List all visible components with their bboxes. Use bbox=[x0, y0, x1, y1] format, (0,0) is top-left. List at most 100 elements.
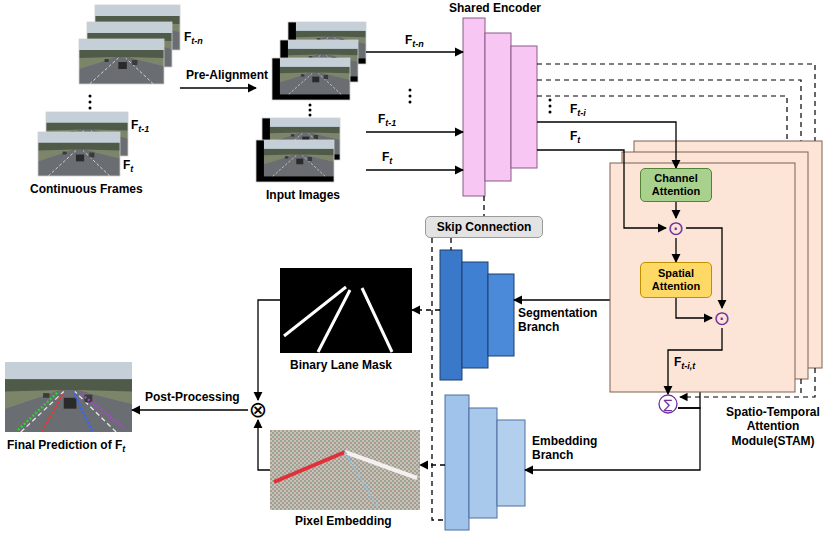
caption-text: Embedding Branch bbox=[532, 434, 622, 463]
connector-arrow bbox=[366, 131, 463, 132]
connector-arrow bbox=[258, 300, 280, 400]
embedding-branch: Embedding Branch bbox=[445, 395, 525, 530]
dashed-connector bbox=[432, 238, 445, 520]
continuous-frames bbox=[38, 5, 180, 176]
operator-symbol: ⊗ bbox=[249, 399, 267, 421]
input-images-part bbox=[272, 58, 350, 100]
input-images-part bbox=[309, 109, 312, 112]
dashed-sum-input bbox=[800, 379, 801, 397]
pixel-embedding-image-part bbox=[345, 452, 378, 508]
binary-mask-image-part bbox=[362, 288, 392, 352]
final-prediction-picture bbox=[5, 362, 132, 432]
spatial-attention-box: Spatial Attention bbox=[640, 262, 712, 298]
subscript: t bbox=[389, 156, 392, 166]
input-images bbox=[256, 22, 412, 182]
binary-lane-mask: Binary Lane Mask bbox=[280, 268, 412, 353]
continuous-frames-part bbox=[89, 107, 92, 110]
connector-arrow bbox=[180, 87, 256, 88]
connector-arrow bbox=[258, 420, 270, 470]
input-images-part bbox=[409, 95, 412, 98]
encoder-layers-part bbox=[511, 46, 537, 168]
segmentation-layers bbox=[440, 250, 514, 380]
caption-text: Input Images bbox=[266, 188, 340, 202]
channel-attention-box: Channel Attention bbox=[640, 168, 712, 202]
final-prediction-image: Final Prediction of Ft bbox=[5, 362, 132, 432]
frame-label: Ft-n bbox=[184, 30, 203, 44]
final-prediction-picture-part bbox=[80, 393, 124, 428]
encoder-layers bbox=[463, 18, 552, 196]
multiply-operator: ⊙ bbox=[712, 308, 732, 328]
pixel-embedding-image-part bbox=[274, 452, 345, 482]
segmentation-layers-part bbox=[488, 274, 514, 356]
subscript: t-n bbox=[191, 36, 203, 46]
edge-label: Ft-1 bbox=[378, 112, 396, 126]
input-images-part bbox=[256, 140, 334, 182]
dashed-connector bbox=[412, 309, 440, 310]
continuous-frames-part bbox=[79, 39, 164, 84]
embedding-layers-part bbox=[497, 420, 525, 506]
edge-label: Ft-i,t bbox=[674, 355, 695, 369]
frame-stack: Continuous Frames bbox=[38, 5, 180, 177]
skip-connection-box: Skip Connection bbox=[425, 216, 543, 238]
frame-label: Ft bbox=[123, 158, 133, 172]
edge-label: Ft bbox=[570, 129, 580, 143]
edge-label: Ft-n bbox=[405, 33, 424, 47]
continuous-frames-part bbox=[89, 95, 92, 98]
connector-arrow bbox=[366, 51, 463, 52]
attention-module-panel: Spatio-Temporal Attention Module(STAM)Ch… bbox=[610, 163, 795, 392]
multiply-operator: ⊙ bbox=[666, 218, 686, 238]
connector-arrow bbox=[668, 328, 722, 394]
dashed-connector bbox=[420, 464, 445, 465]
segmentation-layers-part bbox=[440, 250, 462, 380]
operator-circle-outline bbox=[659, 395, 677, 413]
subscript: t-1 bbox=[385, 118, 396, 128]
embedding-layers-part bbox=[445, 395, 469, 530]
segmentation-layers-part bbox=[462, 262, 488, 368]
encoder-layers-part bbox=[549, 105, 552, 108]
caption-text: Shared Encoder bbox=[449, 1, 541, 15]
pixel-embedding-map: Pixel Embedding bbox=[270, 430, 420, 510]
binary-mask-image-part bbox=[284, 287, 346, 336]
final-prediction-picture-part bbox=[5, 362, 132, 432]
frame-label: Ft-1 bbox=[131, 118, 149, 132]
pixel-embedding-image-part bbox=[345, 452, 417, 478]
input-images-part bbox=[272, 58, 350, 100]
encoder-block: Shared Encoder bbox=[463, 18, 537, 196]
connector-arrow bbox=[537, 122, 676, 168]
binary-mask-image-part bbox=[318, 290, 350, 352]
edge-label: Post-Processing bbox=[145, 390, 240, 404]
attention-panel bbox=[610, 163, 795, 392]
caption-text: Pixel Embedding bbox=[295, 514, 392, 528]
input-images-part bbox=[409, 89, 412, 92]
continuous-frames-part bbox=[38, 132, 120, 176]
subscript: t-i,t bbox=[681, 361, 695, 371]
connector-arrow bbox=[132, 409, 248, 410]
connector-arrow bbox=[675, 238, 676, 262]
sum-operator: ∑ bbox=[658, 394, 678, 414]
continuous-frames-part bbox=[38, 132, 120, 176]
dashed-sum-input bbox=[680, 368, 815, 397]
subscript: t bbox=[130, 164, 133, 174]
caption-text: Continuous Frames bbox=[30, 182, 143, 196]
input-images-part bbox=[309, 114, 312, 117]
binary-mask-image bbox=[280, 268, 412, 353]
operator-symbol: ∑ bbox=[664, 398, 673, 411]
encoder-layers-part bbox=[549, 111, 552, 114]
final-prediction-picture-part bbox=[42, 393, 63, 431]
final-prediction-picture-part bbox=[18, 392, 58, 430]
input-images-part bbox=[409, 101, 412, 104]
encoder-layers-part bbox=[485, 33, 511, 181]
dashed-connector bbox=[483, 196, 484, 216]
edge-label: Ft bbox=[382, 150, 392, 164]
embedding-layers-part bbox=[469, 408, 497, 518]
connector-arrow bbox=[675, 202, 676, 218]
input-image-stack: Input Images bbox=[256, 22, 366, 182]
connector-arrow bbox=[676, 298, 712, 318]
pixel-embedding-image-part bbox=[270, 430, 420, 510]
continuous-frames-part bbox=[89, 101, 92, 104]
caption-text: Final Prediction of Ft bbox=[7, 438, 125, 452]
input-images-part bbox=[309, 104, 312, 107]
operator-symbol: ⊙ bbox=[668, 218, 685, 238]
